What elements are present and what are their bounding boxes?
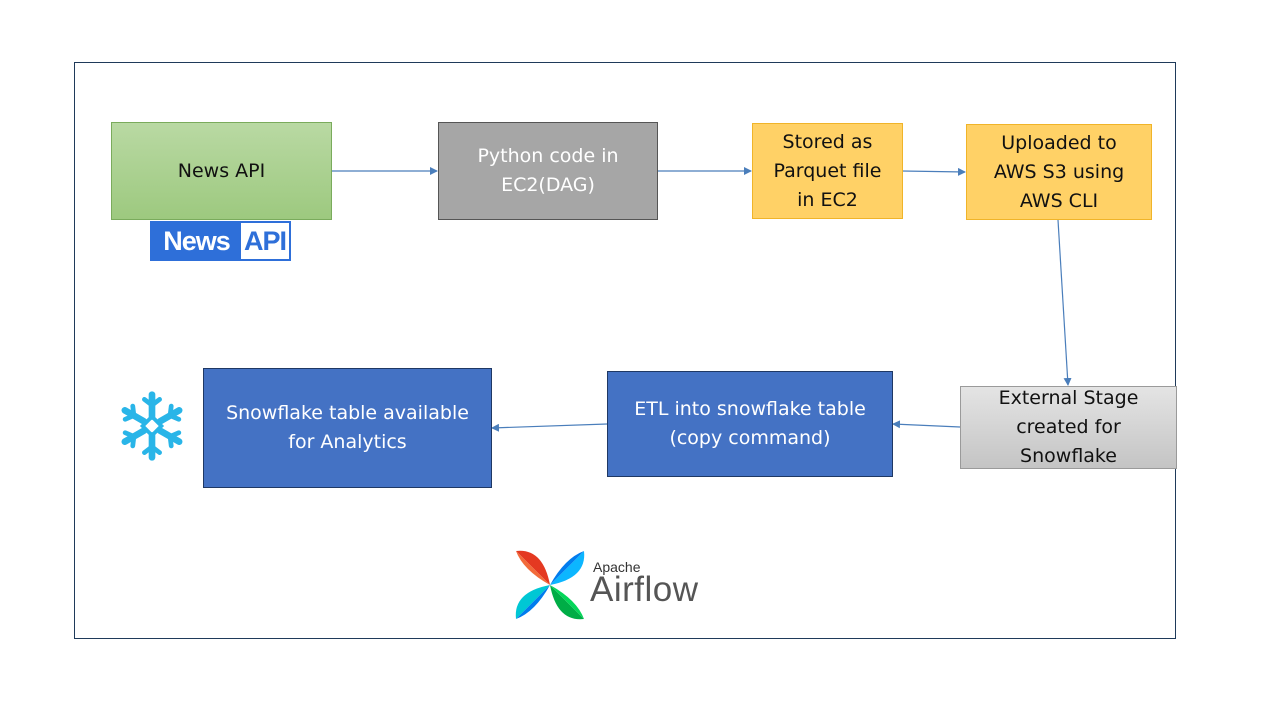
airflow-pinwheel-icon	[515, 550, 585, 620]
uploaded-s3-node: Uploaded to AWS S3 using AWS CLI	[966, 124, 1152, 220]
news-api-node: News API	[111, 122, 332, 220]
news-api-logo-left: News	[152, 223, 241, 259]
news-api-logo-right: API	[241, 223, 289, 259]
stored-parquet-line-3: in EC2	[797, 188, 858, 211]
python-code-node: Python code in EC2(DAG)	[438, 122, 658, 220]
uploaded-s3-line-3: AWS CLI	[1019, 189, 1099, 212]
uploaded-s3-line-1: Uploaded to	[1001, 131, 1117, 154]
etl-line-1: ETL into snowflake table	[634, 398, 866, 420]
stored-parquet-line-2: Parquet file	[773, 159, 882, 182]
stored-parquet-node: Stored as Parquet file in EC2	[752, 123, 903, 219]
external-stage-line-2: created for	[1016, 416, 1121, 438]
python-code-line-2: EC2(DAG)	[501, 174, 595, 196]
snowflake-table-line-2: for Analytics	[288, 431, 407, 453]
external-stage-line-3: Snowflake	[1020, 445, 1117, 467]
uploaded-s3-line-2: AWS S3 using	[993, 160, 1125, 183]
snowflake-table-node: Snowflake table available for Analytics	[203, 368, 492, 488]
external-stage-line-1: External Stage	[998, 387, 1139, 409]
stored-parquet-line-1: Stored as	[782, 130, 873, 153]
snowflake-table-line-1: Snowflake table available	[226, 402, 469, 424]
etl-line-2: (copy command)	[669, 427, 831, 449]
news-api-logo: News API	[150, 221, 291, 261]
airflow-logo-apache: Apache	[593, 559, 641, 575]
news-api-label: News API	[177, 159, 266, 182]
etl-node: ETL into snowflake table (copy command)	[607, 371, 893, 477]
airflow-logo-text: Airflow	[590, 570, 699, 609]
snowflake-icon	[114, 391, 190, 464]
diagram-frame	[74, 62, 1176, 639]
python-code-line-1: Python code in	[477, 145, 619, 167]
external-stage-node: External Stage created for Snowflake	[960, 386, 1177, 469]
